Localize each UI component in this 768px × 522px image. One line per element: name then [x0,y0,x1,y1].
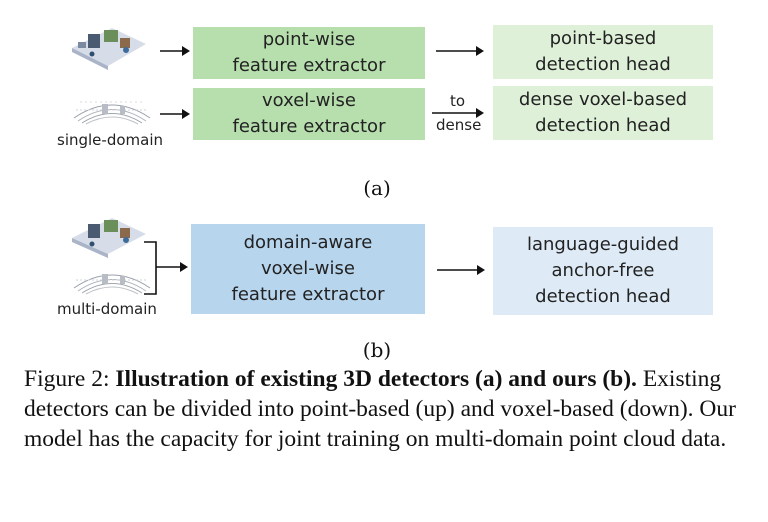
arrow-input-to-voxel-extractor [160,109,190,119]
voxel-wise-feature-extractor: voxel-wise feature extractor [193,88,425,140]
caption-bold: Illustration of existing 3D detectors (a… [115,366,637,392]
point-based-detection-head: point-based detection head [493,25,713,79]
domain-aware-voxel-wise-feature-extractor: domain-aware voxel-wise feature extracto… [191,224,425,314]
multi-domain-label: multi-domain [57,300,157,318]
arrow-label-dense: dense [436,116,482,134]
indoor-pointcloud-thumbnail [68,18,148,70]
panel-b-label: (b) [362,338,392,362]
caption-rest: Existing detectors can be divided into p… [24,366,736,452]
dense-voxel-based-detection-head: dense voxel-based detection head [493,86,713,140]
outdoor-lidar-thumbnail-b [72,258,152,296]
arrow-label-to: to [450,92,466,110]
point-wise-feature-extractor: point-wise feature extractor [193,27,425,79]
single-domain-label: single-domain [57,131,163,149]
indoor-pointcloud-thumbnail-b [68,210,148,258]
arrow-input-to-point-extractor [160,46,190,56]
arrow-voxel-extractor-to-head [432,108,484,118]
outdoor-lidar-thumbnail [72,88,152,126]
panel-a-label: (a) [363,176,391,200]
figure-caption: Figure 2: Illustration of existing 3D de… [24,364,748,454]
bracket-merge-arrow [144,241,188,295]
language-guided-anchor-free-detection-head: language-guided anchor-free detection he… [493,227,713,315]
arrow-b-extractor-to-head [437,265,485,275]
caption-prefix: Figure 2: [24,366,116,392]
arrow-point-extractor-to-head [436,46,484,56]
